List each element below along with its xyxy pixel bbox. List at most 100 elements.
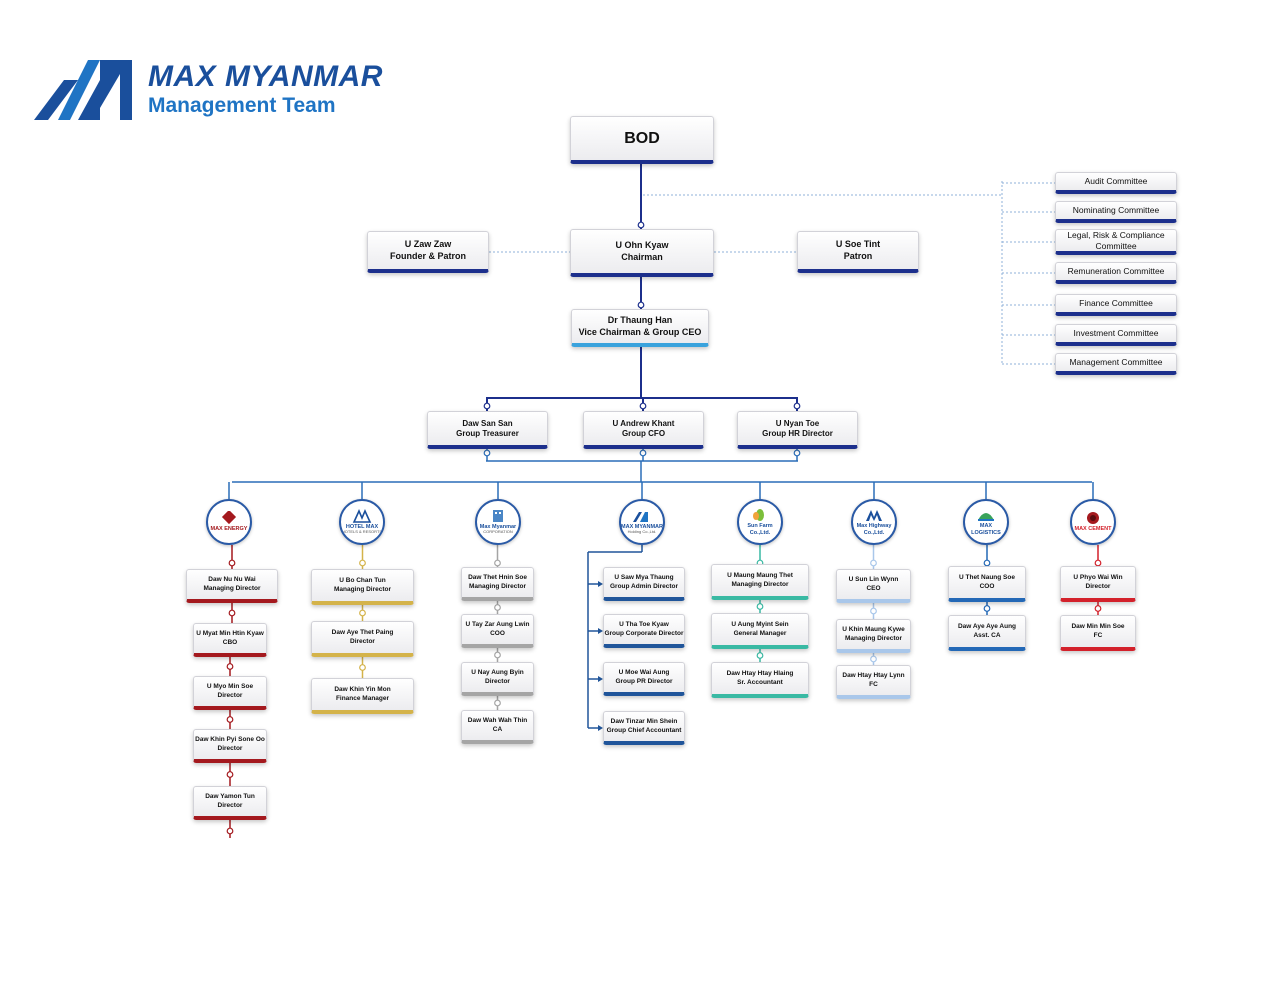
- company-5-staff-0-name: U Sun Lin Wynn: [848, 576, 899, 584]
- bod-label: BOD: [624, 129, 660, 147]
- staff-chain-dot: [494, 604, 501, 611]
- holding-branch-arrow: [598, 628, 603, 634]
- ceo-box: Dr Thaung Han Vice Chairman & Group CEO: [571, 309, 709, 347]
- max-logistics-logo-icon: MAX LOGISTICS: [963, 499, 1009, 545]
- max-logistics-logo-icon-mark: [978, 513, 994, 522]
- company-logo-text: HOTEL MAX: [345, 524, 379, 531]
- staff-chain-dot: [1094, 605, 1102, 612]
- chairman-name: U Ohn Kyaw: [615, 240, 669, 251]
- executive-bottom-dot: [793, 449, 801, 457]
- committee-4-name: Finance Committee: [1079, 298, 1153, 309]
- chairman-role: Chairman: [621, 251, 663, 262]
- ceo-name: Dr Thaung Han: [607, 315, 673, 326]
- patron-name: U Soe Tint: [835, 239, 881, 250]
- company-7-staff-1-role: FC: [1093, 631, 1103, 639]
- company-3-staff-2-name: U Moe Wai Aung: [618, 669, 670, 677]
- energy-tail-dot: [226, 827, 234, 835]
- executive-top-dot: [483, 402, 491, 410]
- company-3-staff-0-role: Group Admin Director: [609, 582, 678, 590]
- company-2-staff-1-name: U Tay Zar Aung Lwin: [465, 621, 530, 629]
- staff-chain-dot: [870, 655, 877, 663]
- company-logo-text: MAX ENERGY: [210, 526, 248, 533]
- company-4-staff-2-name: Daw Htay Htay Hlaing: [726, 670, 794, 678]
- committee-3: Remuneration Committee: [1055, 262, 1177, 284]
- company-staff-dot: [870, 559, 877, 567]
- company-logo-subtext: CORPORATION: [483, 529, 513, 535]
- committee-6: Management Committee: [1055, 353, 1177, 375]
- company-0-staff-1-name: U Myat Min Htin Kyaw: [196, 630, 264, 638]
- executive-0-name: Daw San San: [462, 418, 513, 428]
- patron-box: U Soe Tint Patron: [797, 231, 919, 273]
- committee-4: Finance Committee: [1055, 294, 1177, 316]
- company-3-staff-3-role: Group Chief Accountant: [606, 726, 682, 734]
- max-cement-logo-icon-mark: [1086, 512, 1099, 525]
- company-6-staff-1-role: Asst. CA: [973, 631, 1001, 639]
- company-0-staff-2-role: Director: [217, 691, 243, 699]
- patron-role: Patron: [843, 250, 873, 261]
- chairman-top-dot: [637, 221, 645, 229]
- company-0-staff-1-role: CBO: [222, 638, 238, 646]
- company-7-staff-0-role: Director: [1085, 582, 1111, 590]
- founder-name: U Zaw Zaw: [404, 239, 452, 250]
- executive-2-name: U Nyan Toe: [775, 418, 820, 428]
- company-0-staff-3-name: Daw Khin Pyi Sone Oo: [195, 736, 265, 744]
- company-logo-text: Max Myanmar: [479, 524, 517, 531]
- company-3-staff-2-role: Group PR Director: [615, 677, 673, 685]
- company-2-staff-2-name: U Nay Aung Byin: [471, 669, 524, 677]
- company-5-staff-2-name: Daw Htay Htay Lynn: [842, 672, 905, 680]
- holding-branch-arrow: [598, 676, 603, 682]
- holding-branch-arrow: [598, 725, 603, 731]
- staff-chain-dot: [226, 716, 234, 723]
- company-staff-dot: [359, 559, 366, 567]
- max-energy-logo-icon: MAX ENERGY: [206, 499, 252, 545]
- company-6-staff-0-role: COO: [979, 582, 995, 590]
- company-logo-subtext: Holding Co.,Ltd.: [627, 529, 657, 535]
- staff-chain-dot: [228, 609, 236, 617]
- company-5-staff-1-name: U Khin Maung Kywe: [842, 626, 905, 634]
- executive-1-role: Group CFO: [621, 428, 666, 438]
- agriculture-leaf-logo-icon-mark: [753, 509, 764, 522]
- company-logo-5: Max Highway Co.,Ltd.: [853, 508, 895, 536]
- company-logo-text: MAX CEMENT: [1074, 526, 1112, 533]
- max-energy-logo-icon-mark: [221, 511, 237, 525]
- brand-title: MAX MYANMAR: [148, 60, 383, 93]
- company-4-staff-0-name: U Maung Maung Thet: [727, 572, 793, 580]
- company-0-staff-2-name: U Myo Min Soe: [206, 683, 254, 691]
- company-5-staff-1-role: Managing Director: [844, 634, 903, 642]
- max-highway-logo-icon: Max Highway Co.,Ltd.: [851, 499, 897, 545]
- company-7-staff-0-name: U Phyo Wai Win: [1073, 574, 1123, 582]
- company-logo-text: Sun Farm Co.,Ltd.: [747, 523, 773, 536]
- max-myanmar-logo-icon: [34, 60, 132, 120]
- executive-2-role: Group HR Director: [762, 428, 833, 438]
- company-3-staff-1-role: Group Corporate Director: [604, 629, 684, 637]
- company-staff-dot: [228, 559, 236, 567]
- committee-2: Legal, Risk & Compliance Committee: [1055, 229, 1177, 255]
